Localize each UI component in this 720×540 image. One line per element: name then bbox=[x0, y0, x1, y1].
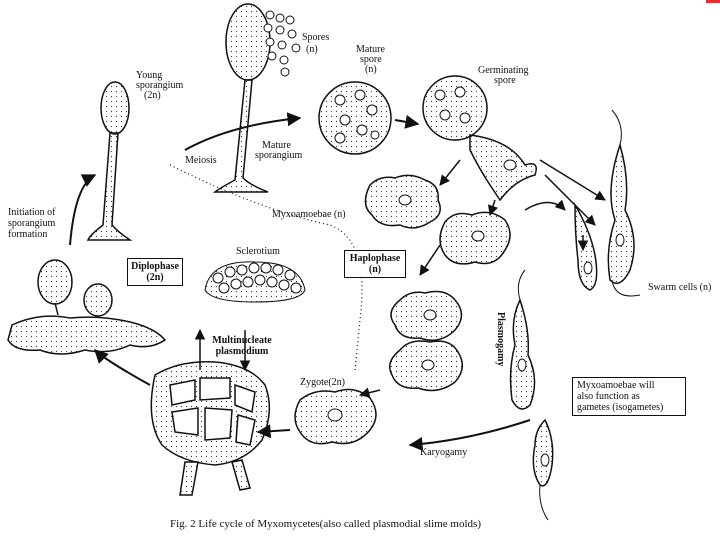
plasmodium-network bbox=[150, 361, 271, 496]
label-mature-sporangium: Mature bbox=[262, 140, 291, 151]
myxo-note-line-3: gametes (isogametes) bbox=[577, 402, 664, 413]
mature-sporangium bbox=[212, 3, 271, 193]
myxoamoebae-cells bbox=[364, 174, 511, 392]
label-young-sporangium-2: sporangium bbox=[136, 80, 184, 91]
young-sporangium bbox=[86, 81, 133, 241]
initiation-sporangium bbox=[7, 259, 167, 355]
arrow-spore-to-germinating bbox=[394, 114, 420, 129]
arrow-swarm-to-karyogamy bbox=[408, 419, 531, 451]
label-mature-spore-2: spore bbox=[360, 54, 382, 65]
arrow-germ-to-swarm bbox=[539, 159, 606, 201]
label-plasmogamy: Plasmogamy bbox=[495, 312, 506, 367]
arrow-initiation-to-young-sporangium bbox=[69, 174, 97, 246]
sclerotium bbox=[204, 261, 306, 303]
myxoamoebae-gametes-note: Myxoamoebae will also function as gamete… bbox=[572, 377, 686, 416]
label-young-sporangium: Young bbox=[136, 70, 163, 81]
label-swarm-cells: Swarm cells (n) bbox=[648, 282, 712, 293]
label-mature-spore: Mature bbox=[356, 44, 385, 55]
label-meiosis: Meiosis bbox=[185, 155, 217, 166]
spores-cluster bbox=[263, 10, 301, 77]
mature-spore bbox=[318, 81, 392, 155]
zygote bbox=[294, 388, 377, 445]
label-myxoamoebae: Myxoamoebae (n) bbox=[272, 209, 346, 220]
label-mature-sporangium-2: sporangium bbox=[255, 150, 303, 161]
myxo-note-line-1: Myxoamoebae will bbox=[577, 380, 655, 391]
multinucleate-label-2: plasmodium bbox=[215, 346, 269, 357]
diplophase-box: Diplophase (2n) bbox=[127, 258, 183, 286]
label-initiation-2: sporangium bbox=[8, 218, 56, 229]
label-mature-spore-ploidy: (n) bbox=[365, 64, 377, 75]
label-karyogamy: Karyogamy bbox=[420, 447, 468, 458]
germinating-spore bbox=[422, 75, 537, 202]
haplophase-ploidy: (n) bbox=[368, 264, 382, 275]
corner-accent bbox=[706, 0, 720, 3]
haplophase-label: Haplophase bbox=[349, 253, 401, 264]
myxo-note-line-2: also function as bbox=[577, 391, 640, 402]
diplophase-ploidy: (2n) bbox=[146, 272, 164, 283]
label-spores-ploidy: (n) bbox=[306, 44, 318, 55]
label-germinating-spore: Germinating bbox=[478, 65, 529, 76]
label-zygote: Zygote(2n) bbox=[300, 377, 345, 388]
label-germinating-spore-2: spore bbox=[494, 75, 516, 86]
label-young-sporangium-ploidy: (2n) bbox=[144, 90, 161, 101]
diplophase-label: Diplophase bbox=[131, 261, 179, 272]
haplophase-box: Haplophase (n) bbox=[344, 250, 406, 278]
arrow-germ-to-myxo bbox=[439, 159, 461, 186]
swarm-nuclei bbox=[517, 233, 625, 467]
arrow-myxo-swarm-double bbox=[524, 199, 566, 211]
myxoamoebae-nuclei bbox=[398, 194, 485, 371]
label-spores: Spores bbox=[302, 32, 330, 43]
multinucleate-label: Multinucleate bbox=[212, 335, 272, 346]
label-initiation-3: formation bbox=[8, 229, 48, 240]
figure-caption: Fig. 2 Life cycle of Myxomycetes(also ca… bbox=[170, 518, 481, 530]
multinucleate-box: Multinucleate plasmodium bbox=[208, 333, 276, 359]
arrow-germ-to-swarm2 bbox=[544, 174, 596, 226]
swarm-cells bbox=[509, 142, 635, 487]
arrow-myxo-to-fusion bbox=[419, 244, 441, 276]
cycle-arrows bbox=[69, 112, 531, 451]
label-initiation: Initiation of bbox=[8, 207, 56, 218]
swarm-flagella bbox=[517, 109, 641, 521]
arrow-plasmodium-to-initiation bbox=[94, 349, 151, 386]
arrow-mature-sporangium-to-spore bbox=[184, 112, 302, 151]
label-sclerotium: Sclerotium bbox=[236, 246, 280, 257]
